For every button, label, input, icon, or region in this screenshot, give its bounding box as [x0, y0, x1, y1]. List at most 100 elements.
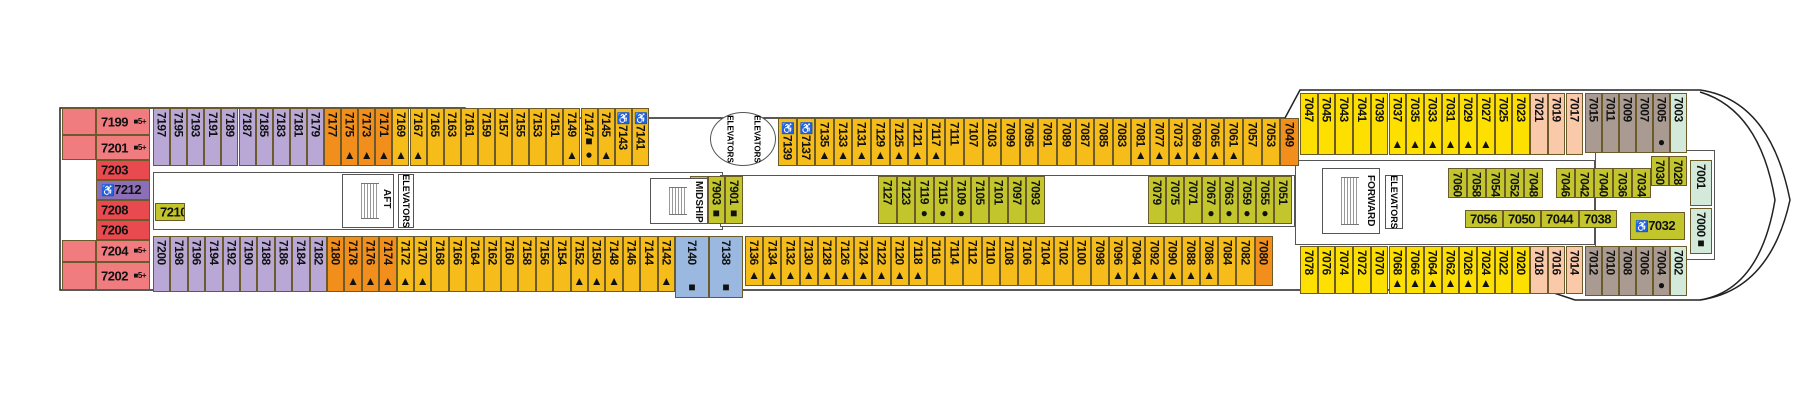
cabin-7045[interactable]: 7045: [1317, 93, 1336, 155]
cabin-7004[interactable]: 7004●: [1653, 246, 1670, 296]
cabin-7184[interactable]: 7184: [292, 236, 310, 292]
cabin-7190[interactable]: 7190: [240, 236, 258, 292]
cabin-7903[interactable]: 7903■: [707, 176, 725, 224]
cabin-7074[interactable]: 7074: [1335, 246, 1354, 294]
cabin-7070[interactable]: 7070: [1370, 246, 1389, 294]
cabin-7138[interactable]: 7138■: [709, 236, 743, 298]
cabin-7142[interactable]: 7142▲: [657, 236, 675, 292]
cabin-7058[interactable]: 7058: [1467, 168, 1486, 198]
cabin-7182[interactable]: 7182: [309, 236, 327, 292]
cabin-7087[interactable]: 7087: [1075, 118, 1095, 166]
cabin-7043[interactable]: 7043: [1335, 93, 1354, 155]
cabin-7079[interactable]: 7079: [1148, 176, 1166, 224]
cabin-7109[interactable]: 7109●: [952, 176, 971, 224]
cabin-7023[interactable]: 7023: [1512, 93, 1531, 155]
cabin-7072[interactable]: 7072: [1353, 246, 1371, 294]
cabin-7118[interactable]: 7118▲: [908, 236, 927, 286]
cabin-7089[interactable]: 7089: [1057, 118, 1076, 166]
cabin-7077[interactable]: 7077▲: [1150, 118, 1169, 166]
cabin-7147[interactable]: 7147■●: [580, 108, 598, 166]
cabin-7067[interactable]: 7067●: [1202, 176, 1220, 224]
cabin-7084[interactable]: 7084: [1218, 236, 1237, 286]
cabin-7119[interactable]: 7119●: [915, 176, 934, 224]
cabin-7132[interactable]: 7132▲: [781, 236, 800, 286]
cabin-7175[interactable]: 7175▲: [341, 108, 359, 166]
cabin-7180[interactable]: 7180: [327, 236, 345, 292]
cabin-7140[interactable]: 7140■: [675, 236, 709, 298]
cabin-7163[interactable]: 7163: [443, 108, 461, 166]
cabin-7001[interactable]: 7001: [1690, 160, 1712, 206]
cabin-7166[interactable]: 7166: [448, 236, 467, 292]
cabin-7108[interactable]: 7108: [999, 236, 1018, 286]
cabin-7063[interactable]: 7063●: [1220, 176, 1238, 224]
cabin-7168[interactable]: 7168: [431, 236, 449, 292]
cabin-7036[interactable]: 7036: [1613, 168, 1632, 198]
cabin-7068[interactable]: 7068▲: [1388, 246, 1407, 294]
cabin-7169[interactable]: 7169▲: [392, 108, 410, 166]
cabin-7091[interactable]: 7091: [1038, 118, 1057, 166]
cabin-7101[interactable]: 7101: [989, 176, 1008, 224]
cabin-7199[interactable]: 7199■5+: [96, 108, 150, 135]
cabin-7191[interactable]: 7191: [204, 108, 222, 166]
cabin-7014[interactable]: 7014: [1565, 246, 1584, 294]
cabin-7197[interactable]: 7197: [153, 108, 171, 166]
cabin-7030[interactable]: 7030: [1651, 156, 1669, 186]
cabin-7003[interactable]: 7003: [1670, 93, 1687, 153]
cabin-7133[interactable]: 7133▲: [833, 118, 853, 166]
cabin-7206[interactable]: 7206: [96, 220, 150, 240]
cabin-7122[interactable]: 7122▲: [872, 236, 891, 286]
cabin-7174[interactable]: 7174▲: [379, 236, 397, 292]
cabin-7018[interactable]: 7018: [1530, 246, 1548, 294]
cabin-7146[interactable]: 7146: [622, 236, 641, 292]
cabin-7188[interactable]: 7188: [257, 236, 275, 292]
cabin-7019[interactable]: 7019: [1547, 93, 1566, 155]
cabin-7053[interactable]: 7053: [1261, 118, 1281, 166]
cabin-7106[interactable]: 7106: [1018, 236, 1037, 286]
cabin-7088[interactable]: 7088▲: [1181, 236, 1200, 286]
cabin-7104[interactable]: 7104: [1036, 236, 1055, 286]
cabin-7160[interactable]: 7160: [501, 236, 519, 292]
cabin-7153[interactable]: 7153: [529, 108, 547, 166]
cabin-7069[interactable]: 7069▲: [1187, 118, 1206, 166]
cabin-7040[interactable]: 7040: [1594, 168, 1613, 198]
cabin-7115[interactable]: 7115●: [933, 176, 952, 224]
cabin-7057[interactable]: 7057: [1243, 118, 1262, 166]
cabin-7066[interactable]: 7066▲: [1406, 246, 1424, 294]
cabin-7042[interactable]: 7042: [1575, 168, 1594, 198]
cabin-7129[interactable]: 7129▲: [871, 118, 890, 166]
cabin-7192[interactable]: 7192: [222, 236, 240, 292]
midship-stairs[interactable]: MIDSHIP: [650, 178, 708, 224]
cabin-7105[interactable]: 7105: [970, 176, 989, 224]
cabin-7028[interactable]: 7028: [1669, 156, 1687, 186]
cabin-7179[interactable]: 7179: [306, 108, 324, 166]
cabin-7007[interactable]: 7007: [1636, 93, 1653, 153]
cabin-7056[interactable]: 7056: [1465, 210, 1503, 228]
cabin-7080[interactable]: 7080: [1254, 236, 1273, 286]
cabin-7002[interactable]: 7002: [1670, 246, 1687, 296]
cabin-7114[interactable]: 7114: [945, 236, 964, 286]
cabin-7094[interactable]: 7094▲: [1127, 236, 1146, 286]
cabin-7000[interactable]: 7000■: [1690, 208, 1712, 254]
cabin-7012[interactable]: 7012: [1585, 246, 1602, 296]
cabin-7017[interactable]: 7017: [1565, 93, 1584, 155]
cabin-7157[interactable]: 7157: [495, 108, 513, 166]
cabin-7171[interactable]: 7171▲: [375, 108, 393, 166]
cabin-7038[interactable]: 7038: [1579, 210, 1617, 228]
cabin-7134[interactable]: 7134▲: [763, 236, 782, 286]
cabin-7011[interactable]: 7011: [1602, 93, 1619, 153]
cabin-7098[interactable]: 7098: [1090, 236, 1109, 286]
cabin-7137[interactable]: ♿7137: [796, 118, 816, 166]
cabin-7196[interactable]: 7196: [187, 236, 206, 292]
cabin-7096[interactable]: 7096▲: [1109, 236, 1128, 286]
cabin-7085[interactable]: 7085: [1094, 118, 1113, 166]
cabin-7034[interactable]: 7034: [1632, 168, 1651, 198]
cabin-7110[interactable]: 7110: [981, 236, 1000, 286]
cabin-7075[interactable]: 7075: [1166, 176, 1184, 224]
cabin-7086[interactable]: 7086▲: [1200, 236, 1219, 286]
cabin-7189[interactable]: 7189: [221, 108, 239, 166]
cabin-7055[interactable]: 7055●: [1256, 176, 1274, 224]
cabin-7144[interactable]: 7144: [640, 236, 658, 292]
cabin-7027[interactable]: 7027▲: [1477, 93, 1495, 155]
cabin-7136[interactable]: 7136▲: [745, 236, 764, 286]
cabin-7212[interactable]: ♿7212: [96, 180, 150, 200]
